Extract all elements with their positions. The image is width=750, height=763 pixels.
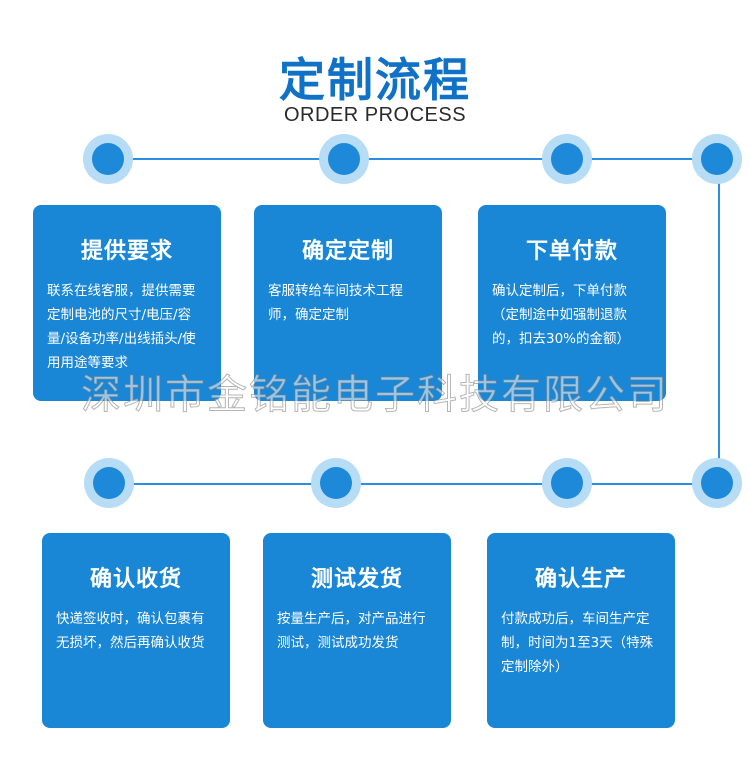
step-card-test-ship: 测试发货 按量生产后，对产品进行测试，测试成功发货 [263,533,451,728]
step-description: 确认定制后，下单付款（定制途中如强制退款的，扣去30%的金额） [492,283,631,347]
step-title: 确认收货 [89,567,182,592]
step-description: 按量生产后，对产品进行测试，测试成功发货 [277,611,426,651]
step-node [692,134,742,184]
step-card-confirm-production: 确认生产 付款成功后，车间生产定制，时间为1至3天（特殊定制除外） [487,533,675,728]
page-title: 定制流程 [279,53,471,107]
step-title: 确定定制 [301,239,394,264]
step-description: 快递签收时，确认包裹有无损坏，然后再确认收货 [56,611,205,651]
step-node [692,458,742,508]
step-card-provide-requirements: 提供要求 联系在线客服，提供需要定制电池的尺寸/电压/容量/设备功率/出线插头/… [33,205,221,401]
bottom-connector-line [107,483,719,485]
step-description: 联系在线客服，提供需要定制电池的尺寸/电压/容量/设备功率/出线插头/使用用途等… [47,283,196,371]
step-description: 客服转给车间技术工程师，确定定制 [268,283,403,323]
step-card-confirm-receipt: 确认收货 快递签收时，确认包裹有无损坏，然后再确认收货 [42,533,230,728]
step-node [84,458,134,508]
step-node [311,458,361,508]
step-card-confirm-customization: 确定定制 客服转给车间技术工程师，确定定制 [254,205,442,401]
step-node [542,458,592,508]
step-title: 测试发货 [310,567,403,592]
right-connector-line [718,158,720,484]
step-description: 付款成功后，车间生产定制，时间为1至3天（特殊定制除外） [501,611,654,675]
step-node [542,134,592,184]
step-title: 提供要求 [80,239,173,264]
step-title: 下单付款 [525,239,618,264]
step-title: 确认生产 [534,567,627,592]
page-subtitle: ORDER PROCESS [283,104,467,126]
step-card-order-payment: 下单付款 确认定制后，下单付款（定制途中如强制退款的，扣去30%的金额） [478,205,666,401]
step-node [83,134,133,184]
top-connector-line [107,158,719,160]
step-node [319,134,369,184]
